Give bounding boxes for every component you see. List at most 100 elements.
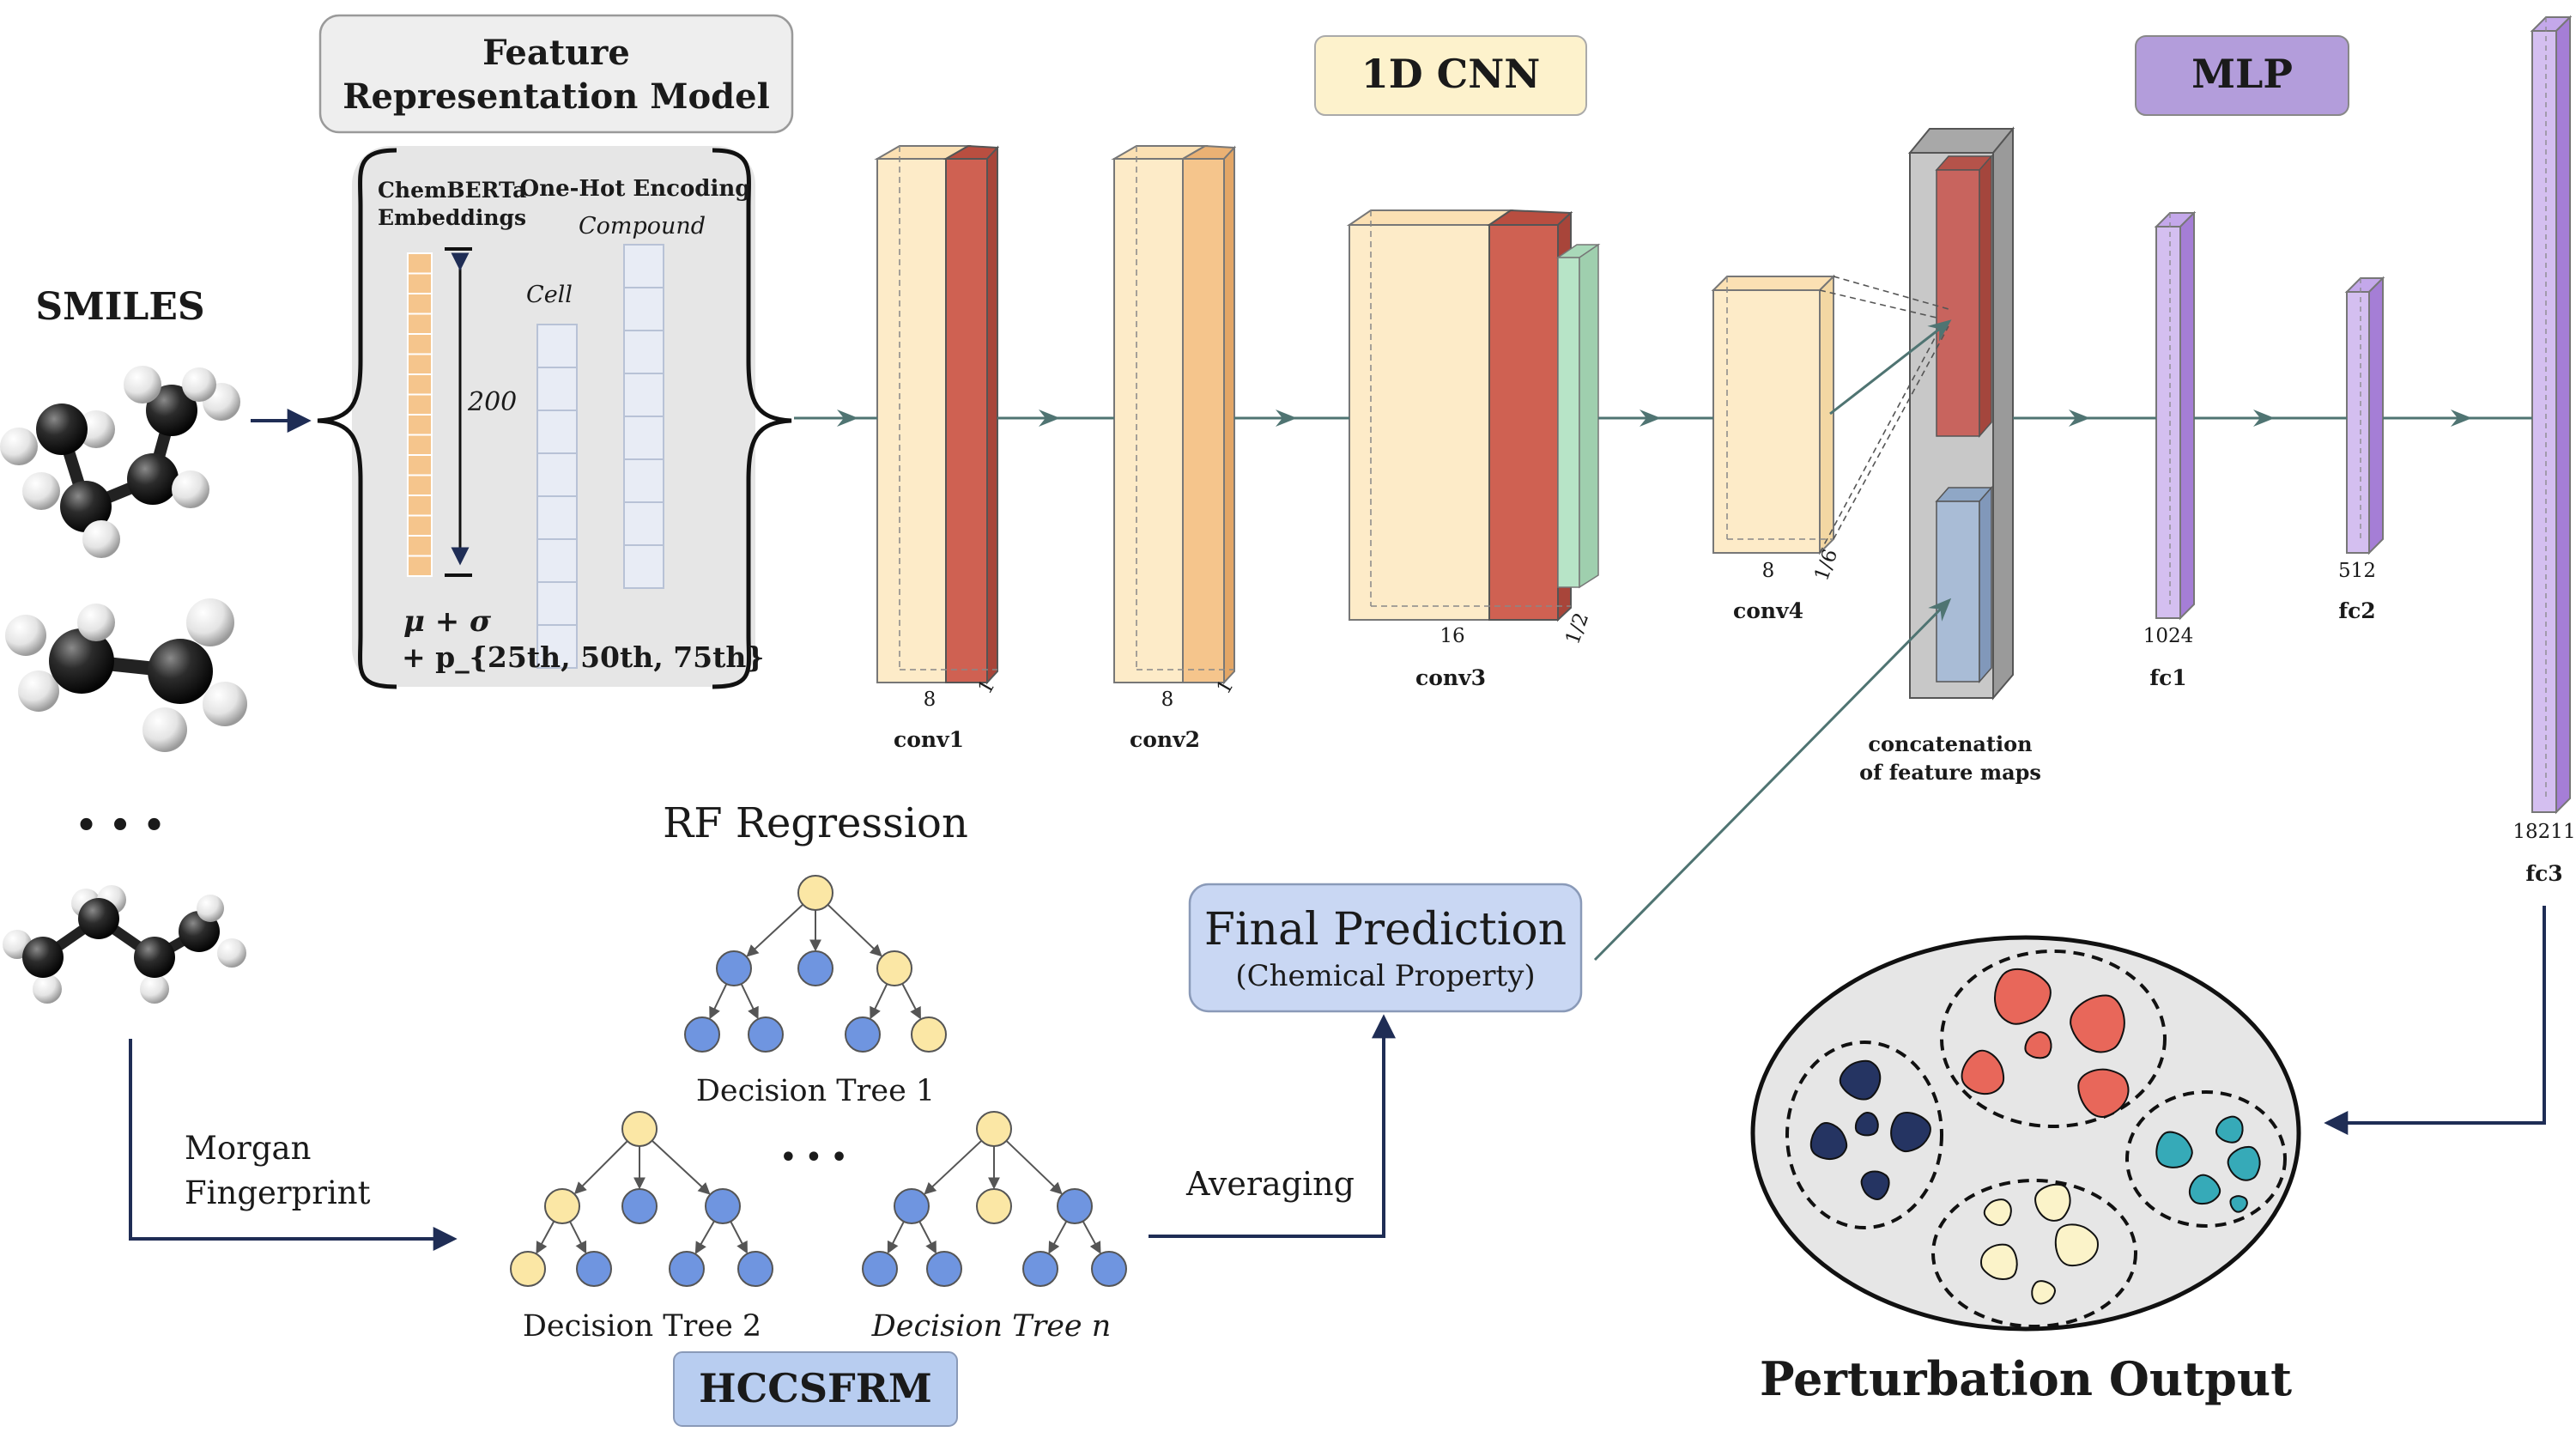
navy-cluster: [1785, 1041, 1943, 1229]
tree-node: [669, 1251, 705, 1287]
molecule-2: [5, 598, 247, 752]
embedding-cell: [407, 434, 433, 456]
fc1-label: fc1: [2149, 665, 2186, 690]
cell-vector-entry: [536, 324, 578, 368]
perturbation-blob: [2054, 1223, 2099, 1267]
chemberta-embedding-vector: [407, 252, 433, 577]
fc2-block: [2344, 276, 2385, 555]
tree-node: [716, 950, 752, 986]
molecule-3: [3, 885, 246, 1004]
perturbation-blob: [2188, 1174, 2221, 1205]
feature-model-title-box: [318, 14, 794, 134]
conv1-label: conv1: [894, 727, 964, 752]
fc3-label: fc3: [2525, 861, 2562, 886]
tree-node: [621, 1111, 658, 1147]
cell-vector-entry: [536, 495, 578, 540]
decision-tree-1-label: Decision Tree 1: [696, 1074, 935, 1108]
feature-model-title-line2: Representation Model: [342, 76, 770, 117]
cell-vector-entry: [536, 581, 578, 626]
perturbation-blob: [2229, 1195, 2248, 1213]
perturbation-blob: [2031, 1280, 2056, 1305]
cell-one-hot-vector: [536, 324, 578, 669]
morgan-label-line1: Morgan: [185, 1130, 311, 1167]
cnn-title-box: [1314, 35, 1587, 116]
morgan-label-line2: Fingerprint: [185, 1174, 371, 1211]
hccsfrm-label: HCCSFRM: [699, 1365, 932, 1411]
final-prediction-title: Final Prediction: [1204, 904, 1567, 956]
perturbation-blob: [1993, 968, 2052, 1025]
fc3-block: [2530, 15, 2573, 815]
compound-vector-entry: [623, 416, 664, 460]
cell-vector-entry: [536, 452, 578, 497]
conv4-block: [1711, 274, 1836, 555]
conv3-block: [1346, 209, 1601, 622]
compound-vector-entry: [623, 458, 664, 503]
tree-node: [621, 1188, 658, 1224]
perturbation-blob: [1961, 1049, 2005, 1095]
embedding-cell: [407, 535, 433, 557]
tree-node: [737, 1251, 773, 1287]
perturbation-blob: [1839, 1059, 1882, 1101]
conv4-label: conv4: [1733, 598, 1803, 623]
fc1-block: [2154, 210, 2197, 621]
compound-label: Compound: [579, 213, 706, 240]
cream-cluster: [1931, 1179, 2137, 1328]
compound-vector-entry: [623, 373, 664, 417]
right-curly-brace: [712, 148, 792, 689]
tree-node: [748, 1016, 784, 1053]
tree-node: [544, 1188, 580, 1224]
tree-node: [862, 1251, 898, 1287]
conv3-label: conv3: [1415, 665, 1486, 690]
averaging-label: Averaging: [1185, 1165, 1355, 1203]
embedding-cell: [407, 495, 433, 517]
tree-node: [926, 1251, 962, 1287]
cell-vector-entry: [536, 624, 578, 669]
conv1-block: [874, 144, 1000, 685]
decision-tree-1: [684, 875, 947, 1053]
perturbation-blob: [1890, 1112, 1931, 1153]
embedding-cell: [407, 454, 433, 476]
tree-node: [705, 1188, 741, 1224]
perturbation-blob: [1980, 1243, 2018, 1280]
conv2-label: conv2: [1130, 727, 1200, 752]
final-prediction-box: [1188, 883, 1583, 1013]
fc2-label: fc2: [2338, 598, 2375, 623]
decision-tree-n: [862, 1111, 1127, 1287]
cnn-title: 1D CNN: [1361, 51, 1541, 97]
tree-node: [797, 875, 833, 911]
smiles-to-morgan-arrow: [129, 1039, 458, 1251]
perturbation-blob: [2215, 1115, 2244, 1144]
tree-node: [797, 950, 833, 986]
tree-node: [876, 950, 912, 986]
perturbation-blob: [2024, 1031, 2052, 1059]
tree-node: [1022, 1251, 1058, 1287]
stats-formula-line1: μ + σ: [403, 604, 492, 639]
tree-node: [1057, 1188, 1093, 1224]
decision-tree-n-label: Decision Tree n: [871, 1309, 1112, 1344]
tree-node: [510, 1251, 546, 1287]
tree-node: [976, 1111, 1012, 1147]
tree-node: [911, 1016, 947, 1053]
embedding-cell: [407, 414, 433, 436]
embedding-cell: [407, 252, 433, 275]
decision-tree-2-label: Decision Tree 2: [523, 1309, 761, 1344]
perturbation-blob: [1809, 1122, 1848, 1160]
tree-node: [894, 1188, 930, 1224]
teal-cluster: [2125, 1090, 2287, 1228]
compound-vector-entry: [623, 244, 664, 288]
fc2-size-label: 512: [2338, 560, 2376, 582]
perturbation-blob: [1854, 1112, 1879, 1137]
conv4-width-label: 8: [1762, 560, 1775, 582]
conv1-width-label: 8: [924, 689, 936, 711]
tree-node: [845, 1016, 881, 1053]
chemberta-label-line1: ChemBERTa: [378, 178, 526, 203]
embedding-cell: [407, 474, 433, 496]
embedding-cell: [407, 293, 433, 315]
perturbation-blob: [2034, 1183, 2071, 1222]
cell-vector-entry: [536, 367, 578, 411]
tree-node: [576, 1251, 612, 1287]
conv3-width-label: 16: [1440, 625, 1464, 647]
main-flow-arrows: [794, 319, 2532, 962]
hccsfrm-box: [673, 1351, 958, 1427]
embedding-cell: [407, 373, 433, 396]
